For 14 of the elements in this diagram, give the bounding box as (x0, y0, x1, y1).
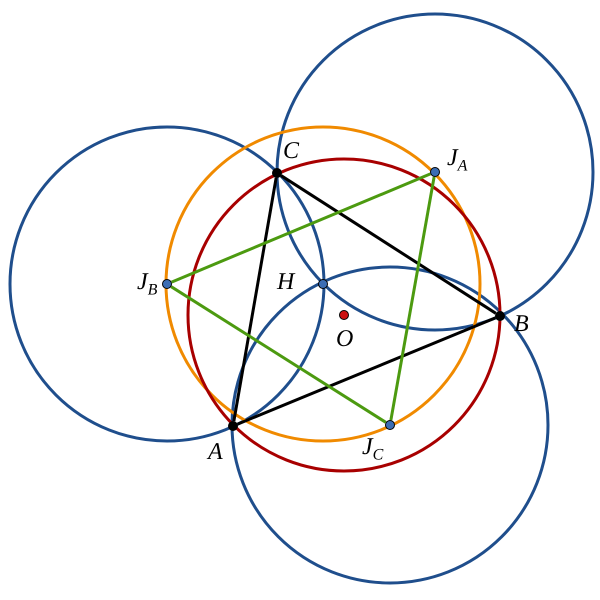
point-label: O (336, 327, 354, 351)
point-label: J$_{A}$ (447, 146, 468, 170)
line-segment (232, 178, 278, 422)
point-label: J$_{C}$ (362, 435, 384, 459)
line-segment (171, 172, 431, 284)
point-label: C (283, 139, 300, 163)
line-segment (237, 316, 496, 426)
point-label: J$_{B}$ (137, 270, 158, 294)
point-label: B (514, 312, 529, 336)
line-segment (170, 285, 387, 424)
line-segment (280, 174, 497, 315)
point-label: H (277, 270, 294, 294)
line-segment (389, 176, 436, 420)
point-label: A (208, 440, 223, 464)
